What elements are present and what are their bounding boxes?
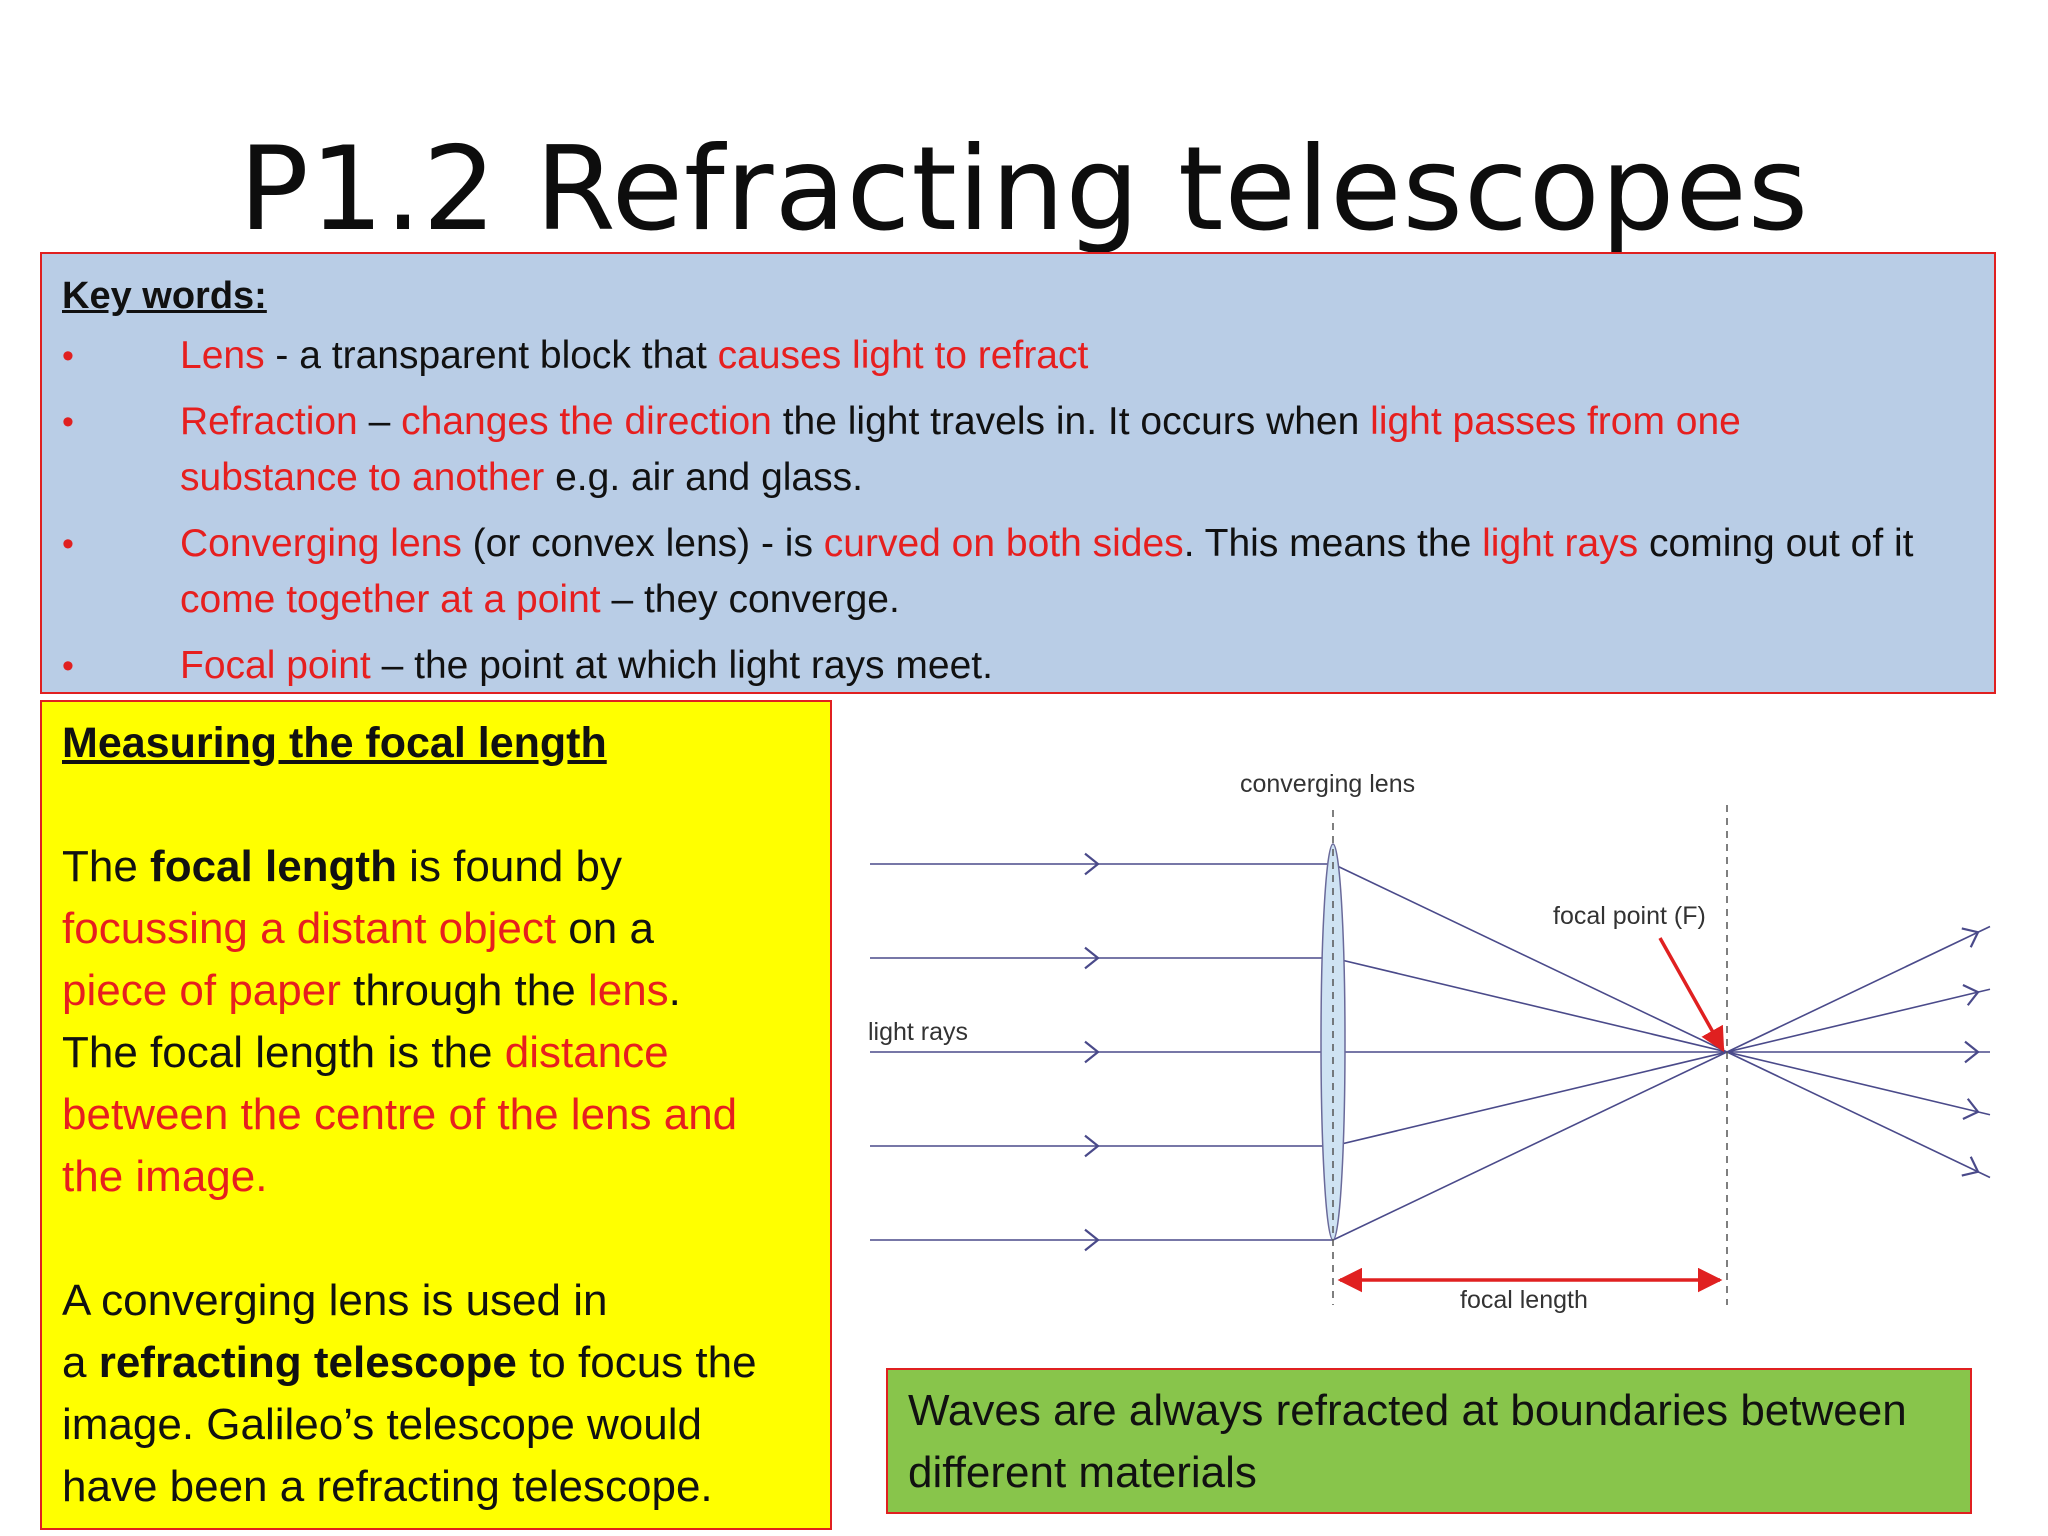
text-span: – — [357, 400, 402, 443]
highlighted-term: substance to another — [180, 456, 545, 499]
focal-length-label: focal length — [1460, 1286, 1588, 1314]
paragraph-line: the image. — [62, 1146, 810, 1208]
light-ray — [1332, 988, 1991, 1147]
highlighted-term: light passes from one — [1370, 400, 1741, 443]
ray-arrowhead — [1084, 852, 1100, 876]
ray-arrowhead — [1961, 1156, 1980, 1177]
key-word-line: Focal point – the point at which light r… — [180, 638, 1992, 694]
highlighted-term: the image. — [62, 1152, 268, 1201]
text-span: A converging lens is used in — [62, 1276, 608, 1325]
highlighted-term: light rays — [1482, 522, 1639, 565]
text-span: through the — [340, 966, 588, 1015]
highlighted-term: come together at a point — [180, 578, 601, 621]
key-word-line: Converging lens (or convex lens) - is cu… — [180, 516, 1992, 572]
converging-lens-label: converging lens — [1240, 770, 1415, 798]
paragraph-line: A converging lens is used in — [62, 1270, 810, 1332]
highlighted-term: changes the direction — [401, 400, 772, 443]
text-span: coming out of it — [1638, 522, 1914, 565]
paragraph-line: have been a refracting telescope. — [62, 1456, 810, 1518]
measuring-paragraph-2: A converging lens is used in a refracting… — [62, 1270, 810, 1518]
paragraph-line: focussing a distant object on a — [62, 898, 810, 960]
paragraph-line: piece of paper through the lens. — [62, 960, 810, 1022]
bullet: • — [62, 525, 74, 563]
focal-point-pointer — [1658, 937, 1725, 1053]
converging-lens-diagram: converging lens focal point (F) light ra… — [868, 770, 1991, 1314]
light-ray — [1332, 863, 1991, 1179]
text-span: . This means the — [1183, 522, 1483, 565]
light-ray — [1332, 925, 1991, 1241]
text-span: . — [668, 966, 681, 1015]
focal-point-label: focal point (F) — [1553, 902, 1706, 930]
highlighted-term: Converging lens — [180, 522, 462, 565]
key-word-line: Refraction – changes the direction the l… — [180, 394, 1992, 450]
paragraph-line: The focal length is found by — [62, 836, 810, 898]
text-span: a — [62, 1338, 99, 1387]
text-span: have been a refracting telescope. — [62, 1462, 713, 1511]
ray-arrowhead — [1962, 1098, 1980, 1120]
text-span: - a transparent block that — [264, 334, 718, 377]
text-span: – they converge. — [600, 578, 900, 621]
highlighted-term: piece of paper — [62, 966, 341, 1015]
light-rays-label: light rays — [868, 1018, 968, 1046]
text-span: the light travels in. It occurs when — [771, 400, 1371, 443]
highlighted-term: focussing a distant object — [62, 904, 557, 953]
highlighted-term: lens — [587, 966, 669, 1015]
text-span: to focus the — [516, 1338, 757, 1387]
ray-arrowhead — [1084, 1228, 1100, 1252]
page-title: P1.2 Refracting telescopes — [238, 122, 1810, 257]
paragraph-line: a refracting telescope to focus the — [62, 1332, 810, 1394]
measuring-focal-length-box: Measuring the focal length The focal len… — [40, 700, 832, 1530]
measuring-heading: Measuring the focal length — [62, 719, 607, 767]
key-word-line: substance to another e.g. air and glass. — [180, 450, 1992, 506]
key-words-heading: Key words: — [62, 275, 267, 317]
text-span: on a — [556, 904, 654, 953]
bold-term: focal length — [150, 842, 397, 891]
bold-term: refracting telescope — [98, 1338, 517, 1387]
paragraph-line: between the centre of the lens and — [62, 1084, 810, 1146]
ray-arrowhead — [1084, 946, 1100, 970]
text-span: The focal length is the — [62, 1028, 505, 1077]
text-span: (or convex lens) - is — [461, 522, 824, 565]
key-words-box: Key words: • Lens - a transparent block t… — [40, 252, 1996, 694]
text-span: e.g. air and glass. — [544, 456, 863, 499]
paragraph-line: The focal length is the distance — [62, 1022, 810, 1084]
text-span: The — [62, 842, 151, 891]
paragraph-line: image. Galileo’s telescope would — [62, 1394, 810, 1456]
text-span: is found by — [396, 842, 622, 891]
light-ray — [1332, 957, 1991, 1116]
bullet: • — [62, 403, 74, 441]
key-word-line: Lens - a transparent block that causes l… — [180, 328, 1992, 384]
ray-arrowhead — [1084, 1040, 1100, 1064]
highlighted-term: Lens — [180, 334, 265, 377]
waves-note-text: Waves are always refracted at boundaries… — [908, 1386, 1907, 1497]
highlighted-term: between the centre of the lens and — [62, 1090, 738, 1139]
bullet: • — [62, 337, 74, 375]
highlighted-term: causes light to refract — [717, 334, 1089, 377]
text-span: image. Galileo’s telescope would — [62, 1400, 702, 1449]
waves-note-box: Waves are always refracted at boundaries… — [886, 1368, 1972, 1514]
ray-arrowhead — [1964, 1040, 1980, 1064]
text-span: – the point at which light rays meet. — [370, 644, 993, 687]
ray-arrowhead — [1084, 1134, 1100, 1158]
highlighted-term: Refraction — [180, 400, 358, 443]
ray-arrowhead — [1962, 984, 1980, 1006]
ray-arrowhead — [1961, 927, 1980, 948]
highlighted-term: curved on both sides — [823, 522, 1184, 565]
key-word-line: come together at a point – they converge… — [180, 572, 1992, 628]
bullet: • — [62, 647, 74, 685]
highlighted-term: distance — [504, 1028, 669, 1077]
highlighted-term: Focal point — [180, 644, 371, 687]
